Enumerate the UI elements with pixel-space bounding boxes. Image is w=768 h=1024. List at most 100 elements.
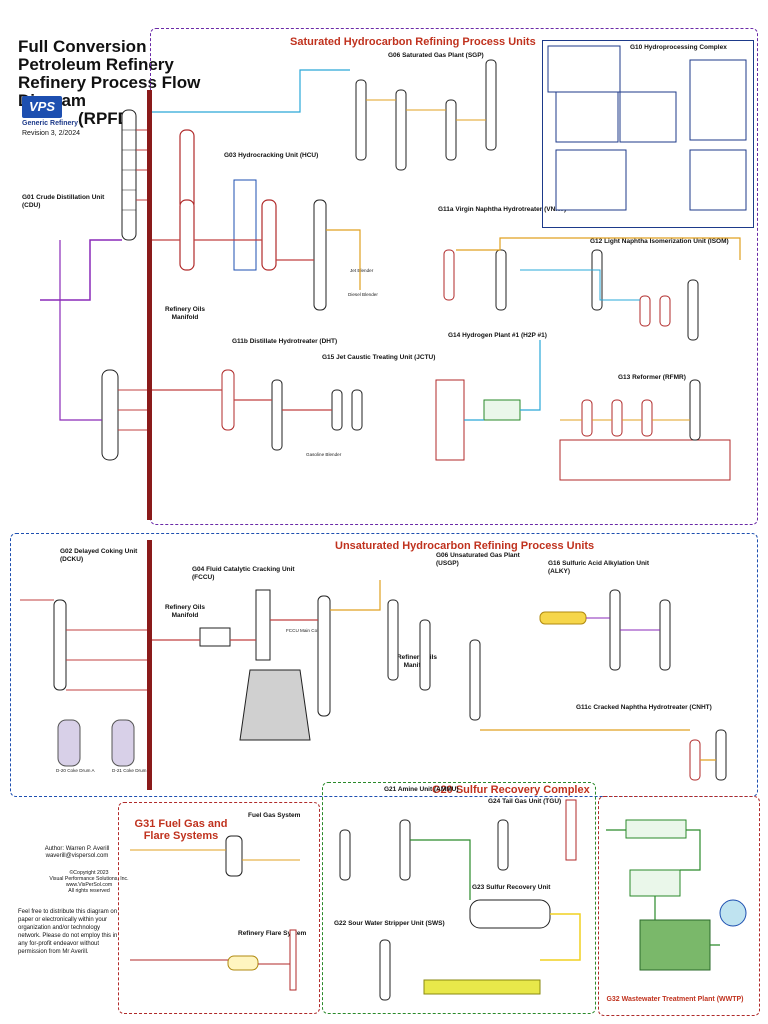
usgp-column-2 (419, 619, 431, 691)
fuel-gas-drum (225, 835, 243, 877)
sgp-columns (355, 59, 497, 171)
ww-bio-treatment (639, 919, 711, 971)
sulfur-product-line (540, 913, 581, 961)
fuelgas-label: Fuel Gas System (248, 812, 301, 819)
sws-stripper (379, 939, 391, 1001)
jctu-vessel-1 (331, 389, 343, 431)
fuelgas-zone-title: G31 Fuel Gas and Flare Systems (126, 818, 236, 842)
copyright-line-4: All rights reserved (68, 888, 110, 894)
cdu-label: G01 Crude Distillation Unit (CDU) (22, 194, 105, 209)
cnht-label: G11c Cracked Naphtha Hydrotreater (CNHT) (576, 704, 712, 711)
fcc-main-column (317, 595, 331, 717)
vnht-stripper (495, 249, 507, 311)
ww-api-separator (625, 819, 687, 839)
rfmr-stabilizer (689, 379, 701, 441)
dcku-label: G02 Delayed Coking Unit (DCKU) (60, 548, 138, 563)
unsaturated-zone (10, 533, 758, 797)
wastewater-zone (598, 796, 760, 1016)
fccu-label: G04 Fluid Catalytic Cracking Unit (FCCU) (192, 566, 295, 581)
company-name: Generic Refinery (22, 120, 79, 127)
fcc-naphtha-line (330, 580, 381, 611)
alky-debutanizer (659, 599, 671, 671)
fuel-gas-line (130, 849, 300, 861)
crude-to-vacuum-line (59, 240, 102, 421)
wastewater-zone-title: G32 Wastewater Treatment Plant (WWTP) (600, 996, 750, 1004)
ww-daf-unit (629, 869, 681, 897)
g10-vnht-subbox (555, 91, 619, 143)
saturated-zone-title: Saturated Hydrocarbon Refining Process U… (290, 36, 536, 48)
title-line-3: (RPFD) (78, 109, 136, 128)
jctu-vessel-2 (351, 389, 363, 431)
alky-acid-line (586, 617, 660, 631)
sru-label: G23 Sulfur Recovery Unit (472, 884, 551, 891)
isom-reactor-1 (639, 295, 651, 327)
g10-complex-box (542, 40, 754, 228)
coker-fractionator (53, 599, 67, 691)
h2p-psa (483, 399, 521, 421)
distribution-notice: Feel free to distribute this diagram on … (18, 909, 118, 955)
h2p-hydrogen-line (464, 340, 541, 421)
hcu-naphtha-line (326, 229, 361, 290)
hcu-hydrogen-line (152, 69, 350, 113)
flare-stack (289, 929, 297, 991)
rfmr-label: G13 Reformer (RFMR) (618, 374, 686, 381)
coke-drum-a (57, 719, 81, 767)
manifold-text-1: Refinery Oils Manifold (164, 306, 206, 321)
isom-hydrogen-line (520, 269, 640, 301)
fcc-main-column-label: FCCU Main Column (286, 628, 328, 633)
crude-tower (121, 109, 137, 241)
rfmr-reactor-2 (611, 399, 623, 437)
cnht-stripper (715, 729, 727, 781)
jctu-label: G15 Jet Caustic Treating Unit (JCTU) (322, 354, 436, 361)
rfmr-heater (559, 439, 731, 481)
vps-logo: VPS (22, 96, 62, 118)
g10-isom-subbox (547, 45, 621, 93)
flare-header-line (130, 959, 290, 965)
dht-stripper (271, 379, 283, 451)
tgu-absorber (497, 819, 509, 871)
dht-reactor (221, 369, 235, 431)
hcu-fractionator (313, 199, 327, 311)
cdu-product-lines (118, 129, 147, 431)
manifold-label-3: Refinery Oils Manifold (390, 654, 444, 669)
fcc-feed-line (152, 619, 318, 641)
fcc-control-box (199, 627, 231, 647)
dht-label: G11b Distillate Hydrotreater (DHT) (232, 338, 338, 345)
alky-reactor (539, 611, 587, 625)
usgp-column-3 (469, 639, 481, 721)
g10-hcu2-subbox (689, 149, 747, 211)
author-email: waverill@vispersol.com (45, 853, 109, 859)
manifold-label-1: Refinery Oils Manifold (160, 306, 210, 321)
isom-naphtha-line (456, 237, 741, 260)
manifold-label-2: Refinery Oils Manifold (160, 604, 210, 619)
author-block: Author: Warren P. Averill waverill@vispe… (22, 846, 132, 860)
h2p-reformer (435, 379, 465, 461)
g10-dht-subbox (619, 91, 677, 143)
coke-drum-b-label: D-21 Coke Drum B (112, 768, 151, 773)
sulfur-zone (322, 782, 596, 1014)
g10-cnht-subbox (555, 149, 627, 211)
wastewater-title-text: G32 Wastewater Treatment Plant (WWTP) (606, 996, 744, 1003)
manifold-bar-upper (147, 90, 152, 520)
manifold-text-3: Refinery Oils Manifold (396, 654, 438, 669)
h2p-label: G14 Hydrogen Plant #1 (H2P #1) (448, 332, 547, 339)
manifold-text-2: Refinery Oils Manifold (164, 604, 206, 619)
brand-block: VPS Generic Refinery Revision 3, 2/2024 (22, 96, 142, 137)
coke-drum-b (111, 719, 135, 767)
coke-drum-a-label: D-20 Coke Drum A (56, 768, 95, 773)
rfmr-reactor-1 (581, 399, 593, 437)
fuelgas-zone (118, 802, 320, 1014)
amine-absorber (339, 829, 351, 881)
vacuum-tower (101, 369, 119, 461)
revision-label: Revision 3, 2/2024 (22, 130, 80, 137)
manifold-bar-lower (147, 540, 152, 790)
copyright-line-2: Visual Performance Solutions, Inc. (49, 876, 129, 882)
g10-label: G10 Hydroprocessing Complex (630, 44, 727, 51)
copyright-line-3: www.VisPerSol.com (65, 882, 113, 888)
claus-reactors (469, 899, 551, 929)
hcu-gasoil-line (152, 239, 314, 261)
acid-gas-line (410, 839, 471, 900)
g10-hcu-subbox (689, 59, 747, 141)
amine-regenerator (399, 819, 411, 881)
